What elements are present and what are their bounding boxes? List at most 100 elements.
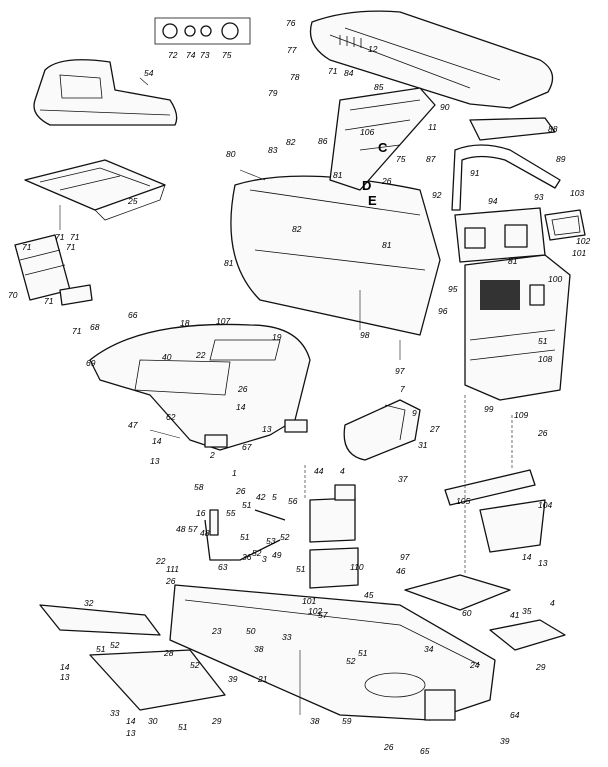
dash-assembly [329, 87, 436, 191]
callout-label: 52 [280, 532, 290, 542]
callout-label: 108 [538, 354, 552, 364]
callout-label: 14 [152, 436, 162, 446]
callout-label: 73 [200, 50, 210, 60]
callout-label: 27 [429, 424, 440, 434]
callout-label: 57 [188, 524, 198, 534]
pedal-linkage [204, 509, 286, 561]
callout-label: 76 [286, 18, 296, 28]
callout-label: 38 [254, 644, 264, 654]
callout-label: 102 [308, 606, 322, 616]
small-parts-box [154, 17, 251, 45]
callout-label: 92 [432, 190, 442, 200]
callout-label: 25 [127, 196, 138, 206]
callout-label: 56 [288, 496, 298, 506]
callout-label: 71 [72, 326, 82, 336]
callout-label: 75 [222, 50, 232, 60]
callout-label: 81 [508, 256, 518, 266]
callout-label: 97 [395, 366, 405, 376]
seat [33, 59, 178, 126]
callout-label: 83 [268, 145, 278, 155]
callout-label: 39 [500, 736, 510, 746]
callout-label: 102 [576, 236, 590, 246]
callout-label: 13 [150, 456, 160, 466]
battery-cover [343, 399, 421, 461]
callout-label: 71 [70, 232, 80, 242]
callout-label: 26 [165, 576, 176, 586]
left-running-board [39, 604, 161, 636]
callout-label: 51 [296, 564, 306, 574]
callout-label: 23 [211, 626, 222, 636]
callout-label: 14 [522, 552, 532, 562]
callout-label: 98 [360, 330, 370, 340]
callout-label: 51 [358, 648, 368, 658]
callout-label: 72 [168, 50, 178, 60]
callout-label: 69 [86, 358, 96, 368]
callout-label: 87 [426, 154, 436, 164]
callout-label: 50 [246, 626, 256, 636]
callout-label: 1 [232, 468, 237, 478]
callout-label: 109 [514, 410, 528, 420]
callout-label: 48 [176, 524, 186, 534]
callout-label: 85 [374, 82, 384, 92]
letter-d: D [362, 178, 371, 193]
callout-label: 99 [484, 404, 494, 414]
callout-label: 103 [570, 188, 584, 198]
callout-label: 13 [262, 424, 272, 434]
footrest-plate [404, 574, 511, 611]
front-panel [230, 175, 441, 336]
callout-label: 71 [44, 296, 54, 306]
callout-label: 101 [302, 596, 316, 606]
callout-label: 59 [342, 716, 352, 726]
callout-label: 32 [84, 598, 94, 608]
callout-label: 11 [428, 122, 437, 132]
callout-label: 33 [110, 708, 120, 718]
callout-label: 51 [178, 722, 188, 732]
callout-label: 58 [194, 482, 204, 492]
callout-label: 86 [318, 136, 328, 146]
callout-label: 93 [534, 192, 544, 202]
callout-labels: 76 12 72 74 73 75 54 77 78 71 84 79 85 9… [8, 18, 590, 756]
callout-label: 42 [256, 492, 266, 502]
steering-rod [451, 144, 561, 211]
callout-label: 60 [462, 608, 472, 618]
callout-label: 52 [190, 660, 200, 670]
callout-label: 4 [340, 466, 345, 476]
callout-label: 51 [96, 644, 106, 654]
letter-c: C [378, 140, 388, 155]
callout-label: 21 [257, 674, 268, 684]
callout-label: 12 [368, 44, 378, 54]
reference-letters: C D E [362, 140, 388, 208]
callout-label: 67 [242, 442, 252, 452]
headlight [544, 209, 586, 241]
callout-label: 22 [195, 350, 206, 360]
callout-label: 110 [350, 562, 364, 572]
letter-e: E [368, 193, 377, 208]
battery-tray [309, 547, 359, 589]
callout-label: 68 [90, 322, 100, 332]
callout-label: 100 [548, 274, 562, 284]
bracket-88 [469, 117, 556, 141]
right-footrest [489, 619, 566, 651]
callout-label: 52 [110, 640, 120, 650]
callout-label: 104 [538, 500, 552, 510]
callout-label: 29 [535, 662, 546, 672]
callout-label: 66 [128, 310, 138, 320]
callout-label: 13 [60, 672, 70, 682]
callout-label: 95 [448, 284, 458, 294]
callout-label: 19 [272, 332, 282, 342]
callout-label: 31 [418, 440, 428, 450]
callout-label: 79 [268, 88, 278, 98]
callout-label: 81 [382, 240, 392, 250]
callout-label: 46 [396, 566, 406, 576]
callout-label: 24 [469, 660, 480, 670]
callout-label: 52 [346, 656, 356, 666]
callout-label: 71 [22, 242, 32, 252]
callout-label: 45 [364, 590, 374, 600]
callout-label: 107 [216, 316, 230, 326]
callout-label: 26 [381, 176, 392, 186]
callout-label: 29 [211, 716, 222, 726]
leader-lines [59, 77, 513, 715]
callout-label: 14 [60, 662, 70, 672]
callout-label: 34 [424, 644, 434, 654]
